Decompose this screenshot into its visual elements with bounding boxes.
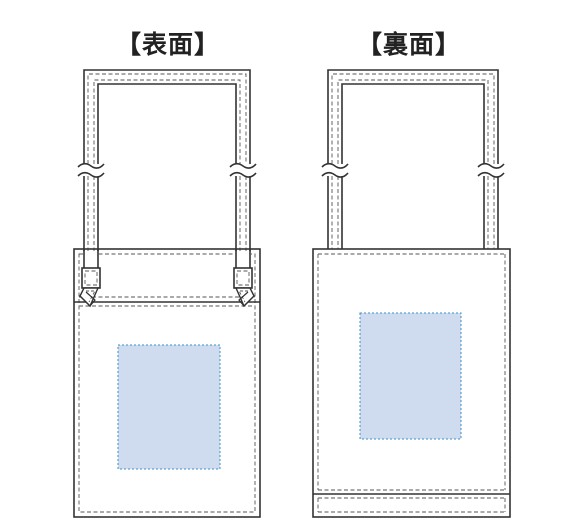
back-print-area xyxy=(359,312,462,440)
back-strap-break-right xyxy=(477,162,505,178)
front-strap xyxy=(83,69,251,266)
front-bag xyxy=(73,69,261,518)
front-buckle-right xyxy=(233,267,255,308)
front-view-label: 【表面】 xyxy=(115,30,220,59)
back-view-label: 【裏面】 xyxy=(356,30,461,59)
back-bag-body xyxy=(312,248,511,518)
front-strap-break-left xyxy=(77,162,105,178)
back-strap-break-left xyxy=(321,162,349,178)
front-bag-body xyxy=(73,248,261,518)
front-print-area xyxy=(117,344,221,470)
front-strap-break-right xyxy=(229,162,257,178)
front-buckle-left xyxy=(79,267,101,308)
back-bag xyxy=(312,69,511,518)
back-strap xyxy=(327,69,499,249)
